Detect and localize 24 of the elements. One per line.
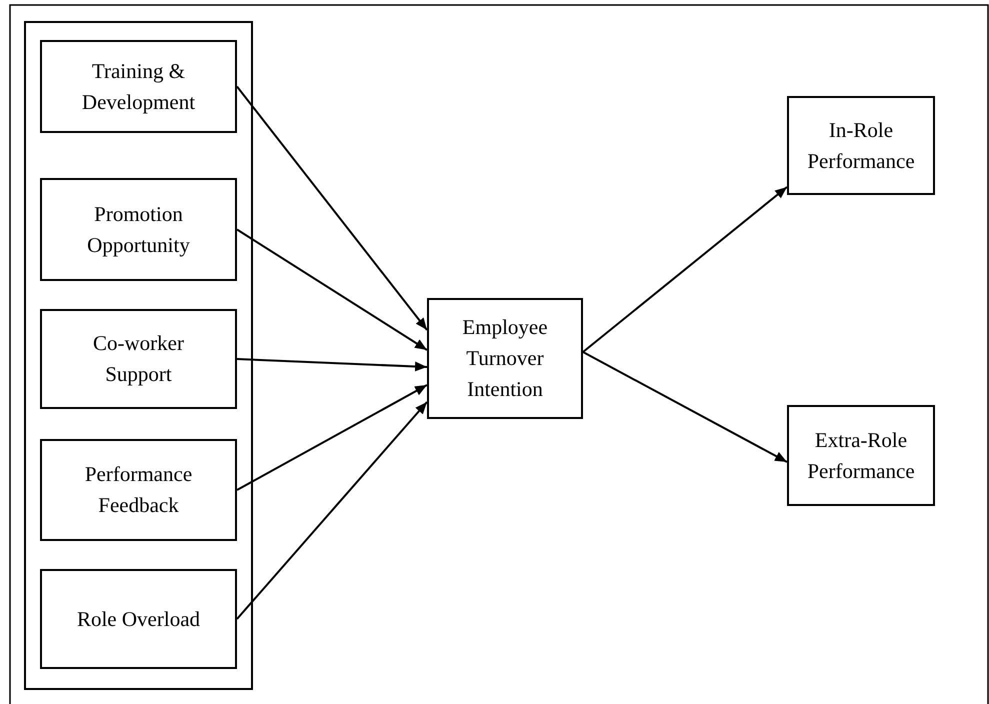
box-label: Co-worker Support [92, 330, 185, 388]
box-label: Promotion Opportunity [86, 200, 191, 258]
arrow [236, 228, 428, 351]
arrow [582, 186, 788, 353]
variable-box [40, 40, 237, 133]
variable-box [787, 405, 935, 506]
box-label: Extra-Role Performance [807, 426, 915, 484]
variable-box [40, 439, 237, 541]
box-label: In-Role Performance [807, 116, 915, 174]
box-label: Training & Development [80, 58, 196, 116]
box-label: Employee Turnover Intention [461, 314, 549, 403]
variable-box [427, 298, 583, 419]
variable-box [40, 309, 237, 409]
box-label: Performance Feedback [84, 461, 194, 519]
variable-box [787, 96, 935, 195]
variable-box [40, 178, 237, 281]
arrow [236, 401, 428, 620]
group-box [24, 21, 253, 690]
variable-box [40, 569, 237, 669]
box-label: Role Overload [76, 606, 200, 632]
arrow [236, 358, 428, 372]
arrow [236, 384, 428, 491]
arrow [236, 86, 428, 331]
arrow [582, 351, 788, 463]
